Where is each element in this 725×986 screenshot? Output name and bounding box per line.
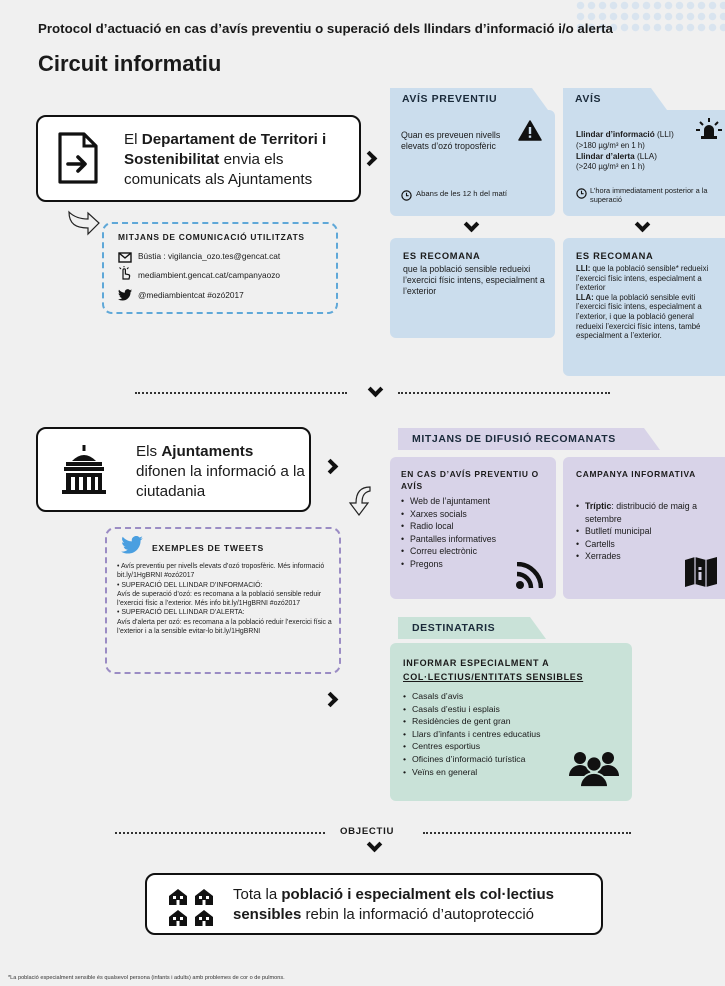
difusio-left-title: EN CAS D’AVÍS PREVENTIU O AVÍS: [401, 469, 539, 491]
lli-value: (>180 µg/m³ en 1 h): [576, 140, 645, 150]
preventiu-recommendation-text: que la població sensible redueixi l’exer…: [403, 264, 545, 297]
list-item: Pregons: [401, 558, 541, 571]
tweet-2: Avís de superació d’ozó: es recomana a l…: [117, 590, 322, 608]
tweet-3: Avís d’alerta per ozó: es recomana a la …: [117, 618, 332, 636]
destinataris-title-2: COL·LECTIUS/ENTITATS SENSIBLES: [403, 672, 584, 682]
list-item: Tríptic: distribució de maig a setembre: [576, 500, 716, 525]
chevron-down-icon: [634, 216, 651, 233]
mail-icon: [118, 250, 132, 268]
chevron-down-icon: [366, 836, 383, 853]
list-item: Centres esportius: [403, 740, 583, 753]
protocol-title: Protocol d’actuació en cas d’avís preven…: [38, 21, 613, 36]
lli-label: Llindar d’informació: [576, 130, 655, 139]
list-item: Oficines d’informació turística: [403, 753, 583, 766]
decorative-dots: [575, 0, 725, 34]
communication-means-box: [102, 222, 338, 314]
campaign-website-link[interactable]: mediambient.gencat.cat/campanyaozo: [138, 270, 281, 280]
chevron-right-icon: [361, 150, 378, 167]
brochure-icon: [684, 556, 718, 593]
town-hall-icon: [62, 445, 106, 500]
avis-recommendation-title: ES RECOMANA: [576, 251, 654, 261]
curved-arrow-icon: [66, 210, 102, 241]
list-item: Llars d’infants i centres educatius: [403, 728, 583, 741]
list-item: Casals d’avis: [403, 690, 583, 703]
tweet-2-heading: • SUPERACIÓ DEL LLINDAR D’INFORMACIÓ:: [117, 581, 263, 589]
department-text: El Departament de Territori i Sostenibil…: [124, 131, 327, 188]
chevron-right-icon: [322, 691, 339, 708]
tab-avis: AVÍS: [563, 88, 667, 110]
page-title: Circuit informatiu: [38, 51, 222, 76]
objectiu-text: Tota la població i especialment els col·…: [233, 886, 554, 923]
list-item: Butlletí municipal: [576, 525, 716, 538]
list-item: Radio local: [401, 520, 541, 533]
twitter-handle[interactable]: @mediambientcat #ozó2017: [138, 290, 244, 300]
list-item: Xerrades: [576, 550, 716, 563]
clock-icon: [576, 186, 587, 204]
alarm-light-icon: [696, 117, 722, 144]
pointer-hand-icon: [118, 266, 132, 285]
rss-icon: [515, 561, 544, 595]
department-box: El Departament de Territori i Sostenibil…: [36, 115, 361, 202]
destinataris-list: Casals d’avisCasals d’estiu i esplaisRes…: [403, 690, 583, 778]
list-item: Web de l’ajuntament: [401, 495, 541, 508]
list-item: Cartells: [576, 538, 716, 551]
tweet-1: • Avís preventiu per nivells elevats d’o…: [117, 563, 325, 580]
chevron-down-icon: [367, 381, 384, 398]
list-item: Xarxes socials: [401, 508, 541, 521]
section-divider: [115, 832, 325, 834]
ajuntaments-text: Els Ajuntaments difonen la informació a …: [136, 443, 305, 500]
tweet-3-heading: • SUPERACIÓ DEL LLINDAR D’ALERTA:: [117, 609, 245, 617]
chevron-right-icon: [322, 458, 339, 475]
avis-preventiu-time: Abans de les 12 h del matí: [416, 189, 508, 198]
difusio-right-title: CAMPANYA INFORMATIVA: [576, 469, 696, 479]
tweets-title: EXEMPLES DE TWEETS: [152, 543, 264, 553]
avis-thresholds: Llindar d’informació (LLI) (>180 µg/m³ e…: [576, 130, 716, 173]
objectiu-box: Tota la població i especialment els col·…: [145, 873, 603, 935]
avis-preventiu-text: Quan es preveuen nivells elevats d’ozó t…: [401, 130, 501, 152]
difusio-left-list: Web de l’ajuntamentXarxes socialsRadio l…: [401, 495, 541, 571]
tab-mitjans-difusio: MITJANS DE DIFUSIÓ RECOMANATS: [398, 428, 660, 450]
twitter-icon: [121, 535, 143, 559]
tweet-examples: • Avís preventiu per nivells elevats d’o…: [117, 562, 339, 636]
list-item: Casals d’estiu i esplais: [403, 703, 583, 716]
avis-recommendation-text: LLI: que la població sensible* redueixi …: [576, 264, 709, 341]
warning-icon: [518, 120, 542, 146]
email-link[interactable]: Bústia : vigilancia_ozo.tes@gencat.cat: [138, 251, 281, 261]
section-divider: [135, 392, 347, 394]
twitter-icon: [118, 288, 132, 306]
tab-destinataris: DESTINATARIS: [398, 617, 546, 639]
list-item: Correu electrònic: [401, 545, 541, 558]
preventiu-recommendation-panel: [390, 238, 555, 338]
section-divider: [423, 832, 631, 834]
avis-recommendation-panel: [563, 238, 725, 376]
tweets-box: [105, 527, 341, 674]
footnote: *La població especialment sensible és qu…: [8, 975, 285, 981]
lla-label: Llindar d’alerta: [576, 151, 635, 161]
list-item: Pantalles informatives: [401, 533, 541, 546]
chevron-down-icon: [463, 216, 480, 233]
avis-time: L’hora immediatament posterior a la supe…: [590, 186, 708, 204]
section-divider: [398, 392, 610, 394]
people-group-icon: [568, 746, 620, 793]
communication-means-title: MITJANS DE COMUNICACIÓ UTILITZATS: [118, 232, 305, 242]
ajuntaments-box: Els Ajuntaments difonen la informació a …: [36, 427, 311, 512]
lla-value: (>240 µg/m³ en 1 h): [576, 162, 645, 172]
objectiu-label: OBJECTIU: [340, 826, 395, 837]
curved-arrow-icon: [348, 485, 374, 522]
avis-panel: [563, 110, 725, 216]
list-item: Veïns en general: [403, 766, 583, 779]
list-item: Residències de gent gran: [403, 715, 583, 728]
document-arrow-icon: [57, 131, 99, 190]
tab-avis-preventiu: AVÍS PREVENTIU: [390, 88, 548, 110]
houses-icon: [168, 887, 216, 932]
clock-icon: [401, 188, 412, 206]
destinataris-title-1: INFORMAR ESPECIALMENT A: [403, 658, 550, 668]
preventiu-recommendation-title: ES RECOMANA: [403, 251, 481, 261]
difusio-right-list: Tríptic: distribució de maig a setembre …: [576, 500, 716, 563]
